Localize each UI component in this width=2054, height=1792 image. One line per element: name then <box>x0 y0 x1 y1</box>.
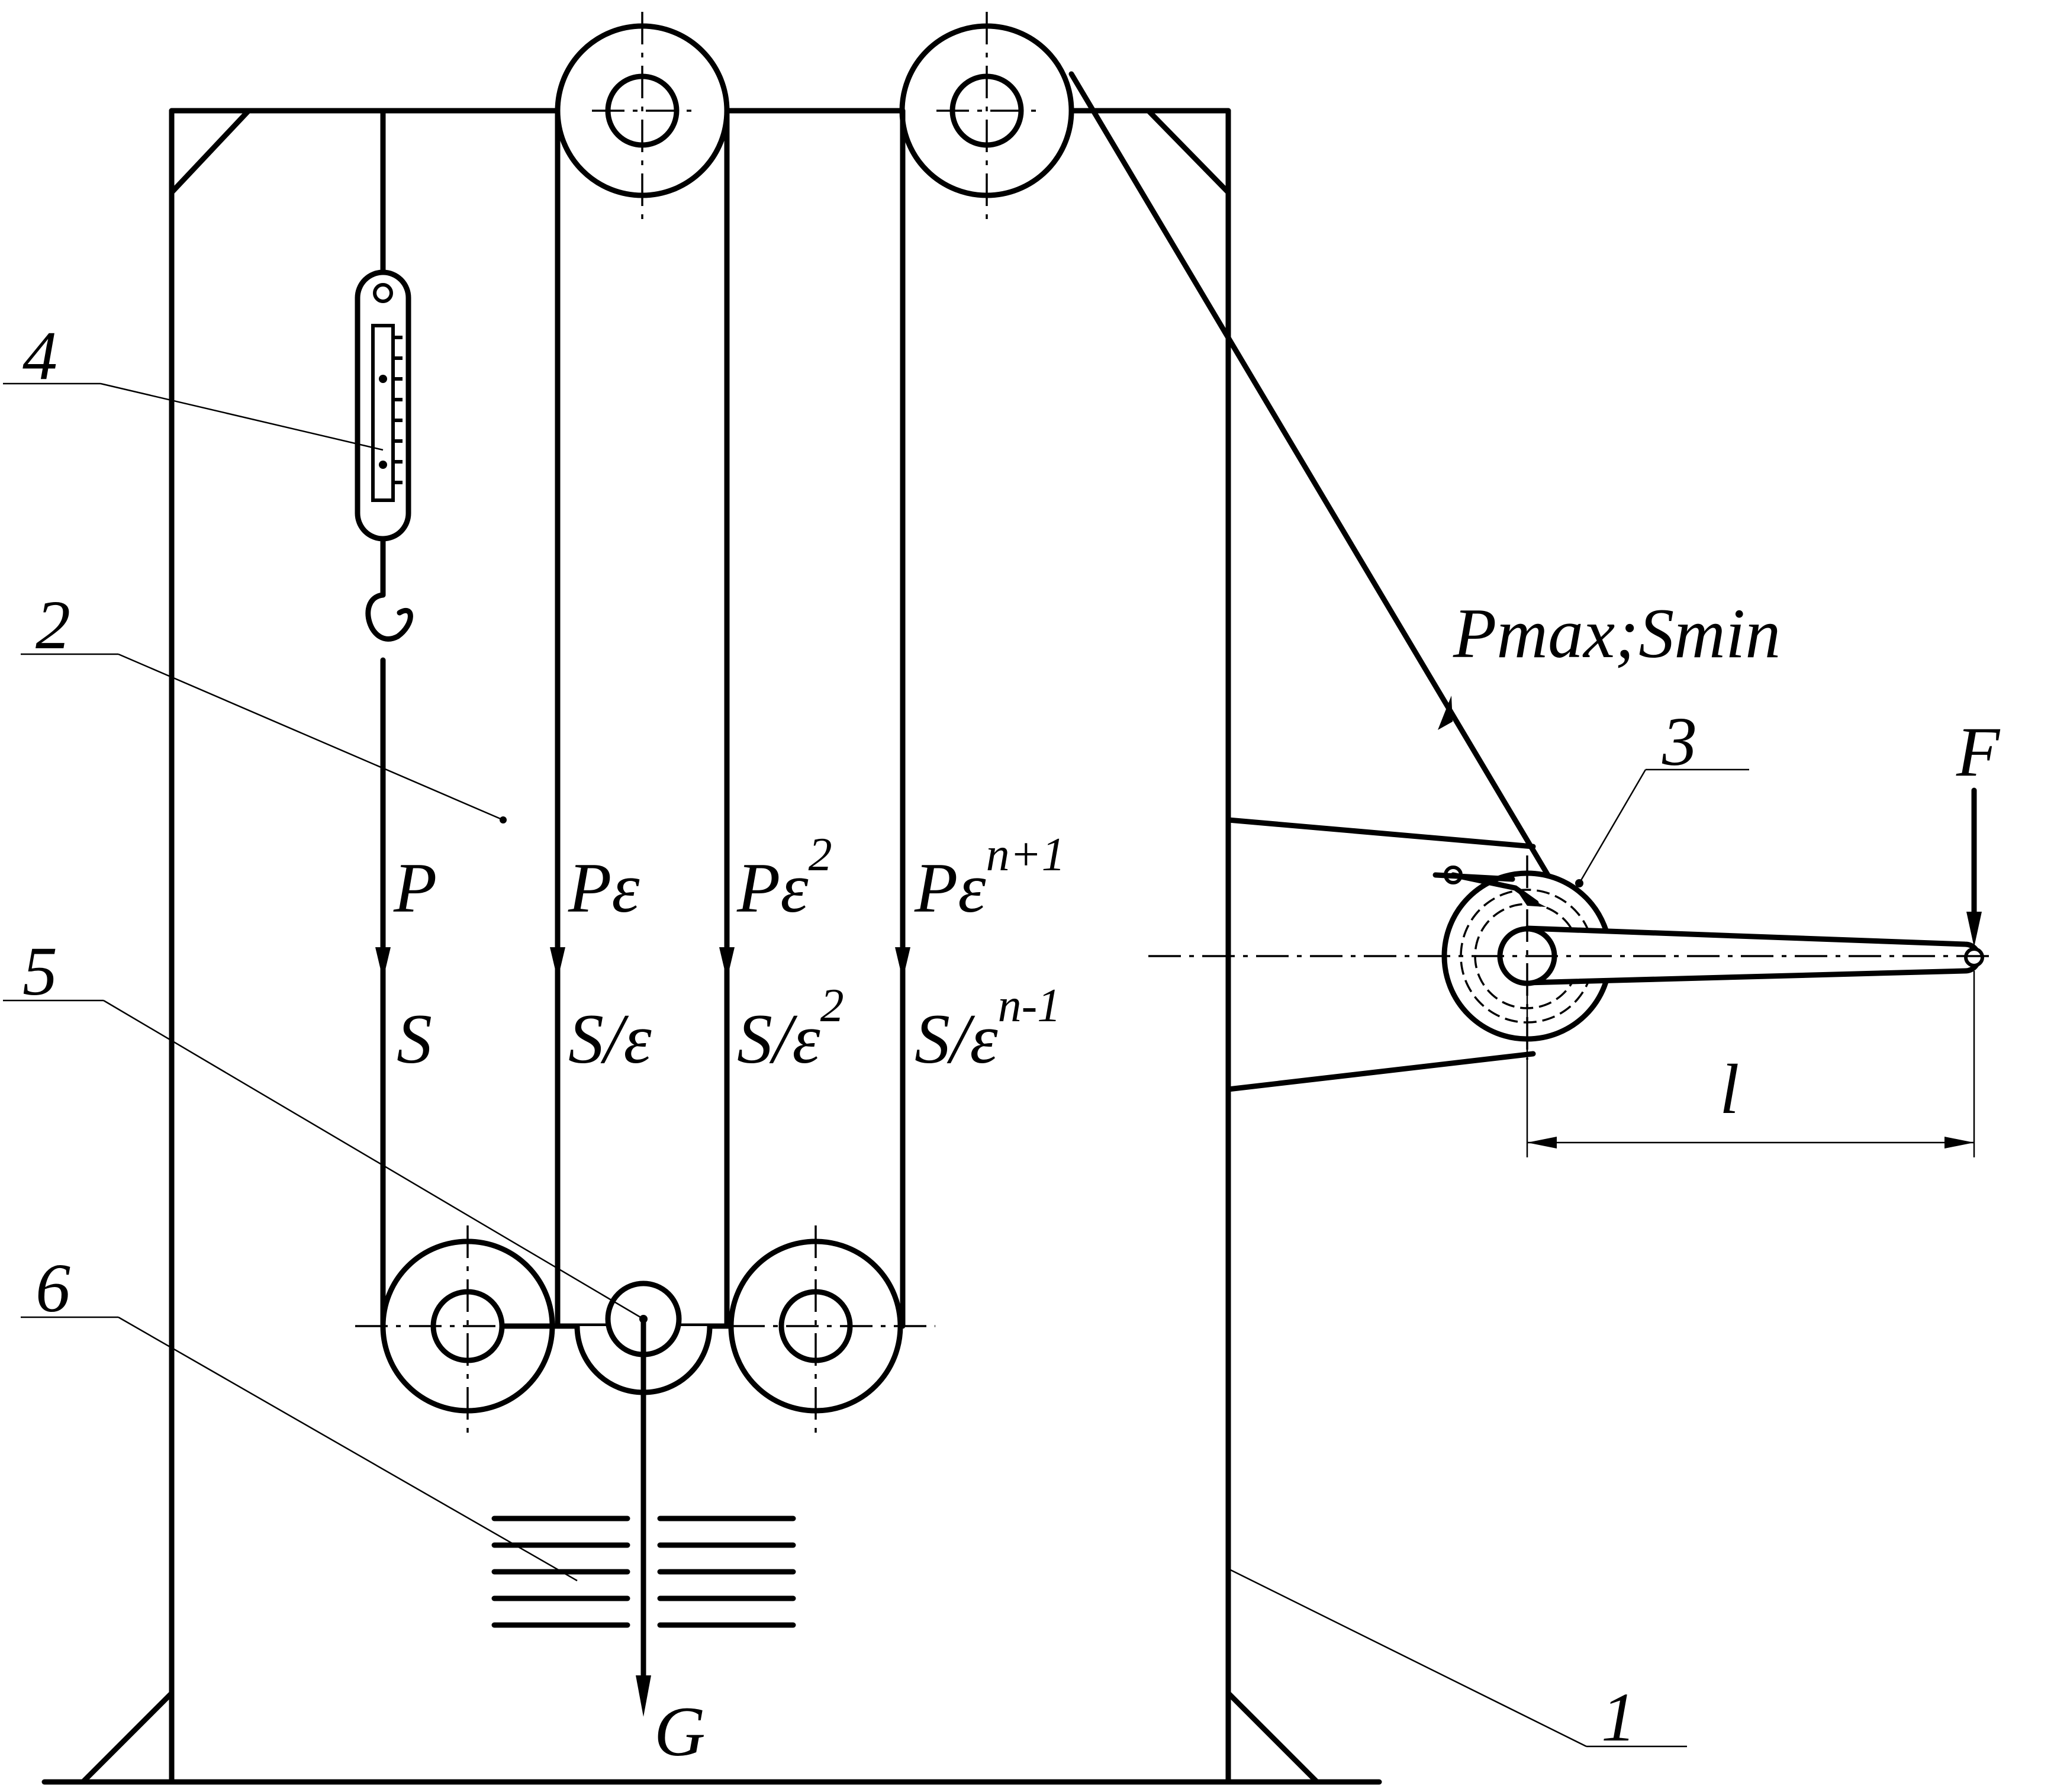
part-label-2: 2 <box>36 586 70 664</box>
leader-lines <box>3 382 1749 1748</box>
part-label-5: 5 <box>22 932 57 1010</box>
force-label-G: G <box>654 1692 706 1771</box>
strand-arrows <box>375 696 1453 980</box>
dimension-label-l: l <box>1720 1050 1739 1128</box>
weight-force-arrow <box>636 1316 651 1717</box>
force-label-P: P <box>393 848 437 927</box>
part-label-1: 1 <box>1601 1678 1636 1756</box>
lever-length-dimension <box>1526 971 1975 1157</box>
force-label-Sen: S/εn-1 <box>915 980 1061 1078</box>
pawl <box>1432 866 1546 907</box>
bottom-pulley-1 <box>380 1225 555 1433</box>
force-label-S: S <box>397 999 432 1078</box>
part-label-4: 4 <box>22 317 57 394</box>
frame <box>41 108 1382 1785</box>
part-label-6: 6 <box>36 1249 70 1327</box>
bottom-pulley-2 <box>728 1225 903 1433</box>
force-label-F: F <box>1956 712 2001 791</box>
force-label-Pmax-Smin: Pmax;Smin <box>1453 594 1781 673</box>
post-leader-dot <box>500 816 507 823</box>
force-label-Se: S/ε <box>568 999 652 1078</box>
part-label-3: 3 <box>1662 703 1697 780</box>
force-label-Se2: S/ε2 <box>737 980 844 1078</box>
top-pulley-2 <box>899 12 1074 219</box>
force-label-Pe: Pε <box>568 848 640 927</box>
belt <box>380 71 1557 1329</box>
top-pulley-1 <box>555 12 730 219</box>
dynamometer <box>355 269 413 642</box>
force-label-Pen: Pεn+1 <box>914 829 1065 927</box>
applied-force-arrow <box>1966 787 1982 947</box>
lever-bracket <box>1225 817 1536 1092</box>
force-label-Pe2: Pε2 <box>736 829 832 927</box>
